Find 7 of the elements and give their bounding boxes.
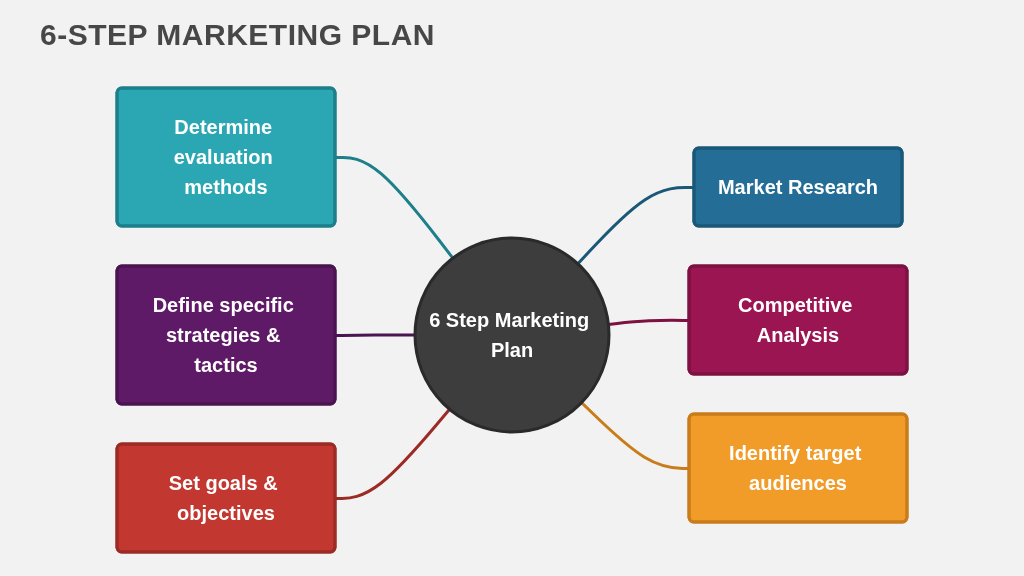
connector [580,401,690,470]
connector [335,408,451,500]
connector [335,155,455,260]
node-circle: 6 Step Marketing Plan [413,236,611,434]
title: 6-STEP MARKETING PLAN [40,18,435,52]
connector [608,318,690,326]
connector [335,333,415,337]
